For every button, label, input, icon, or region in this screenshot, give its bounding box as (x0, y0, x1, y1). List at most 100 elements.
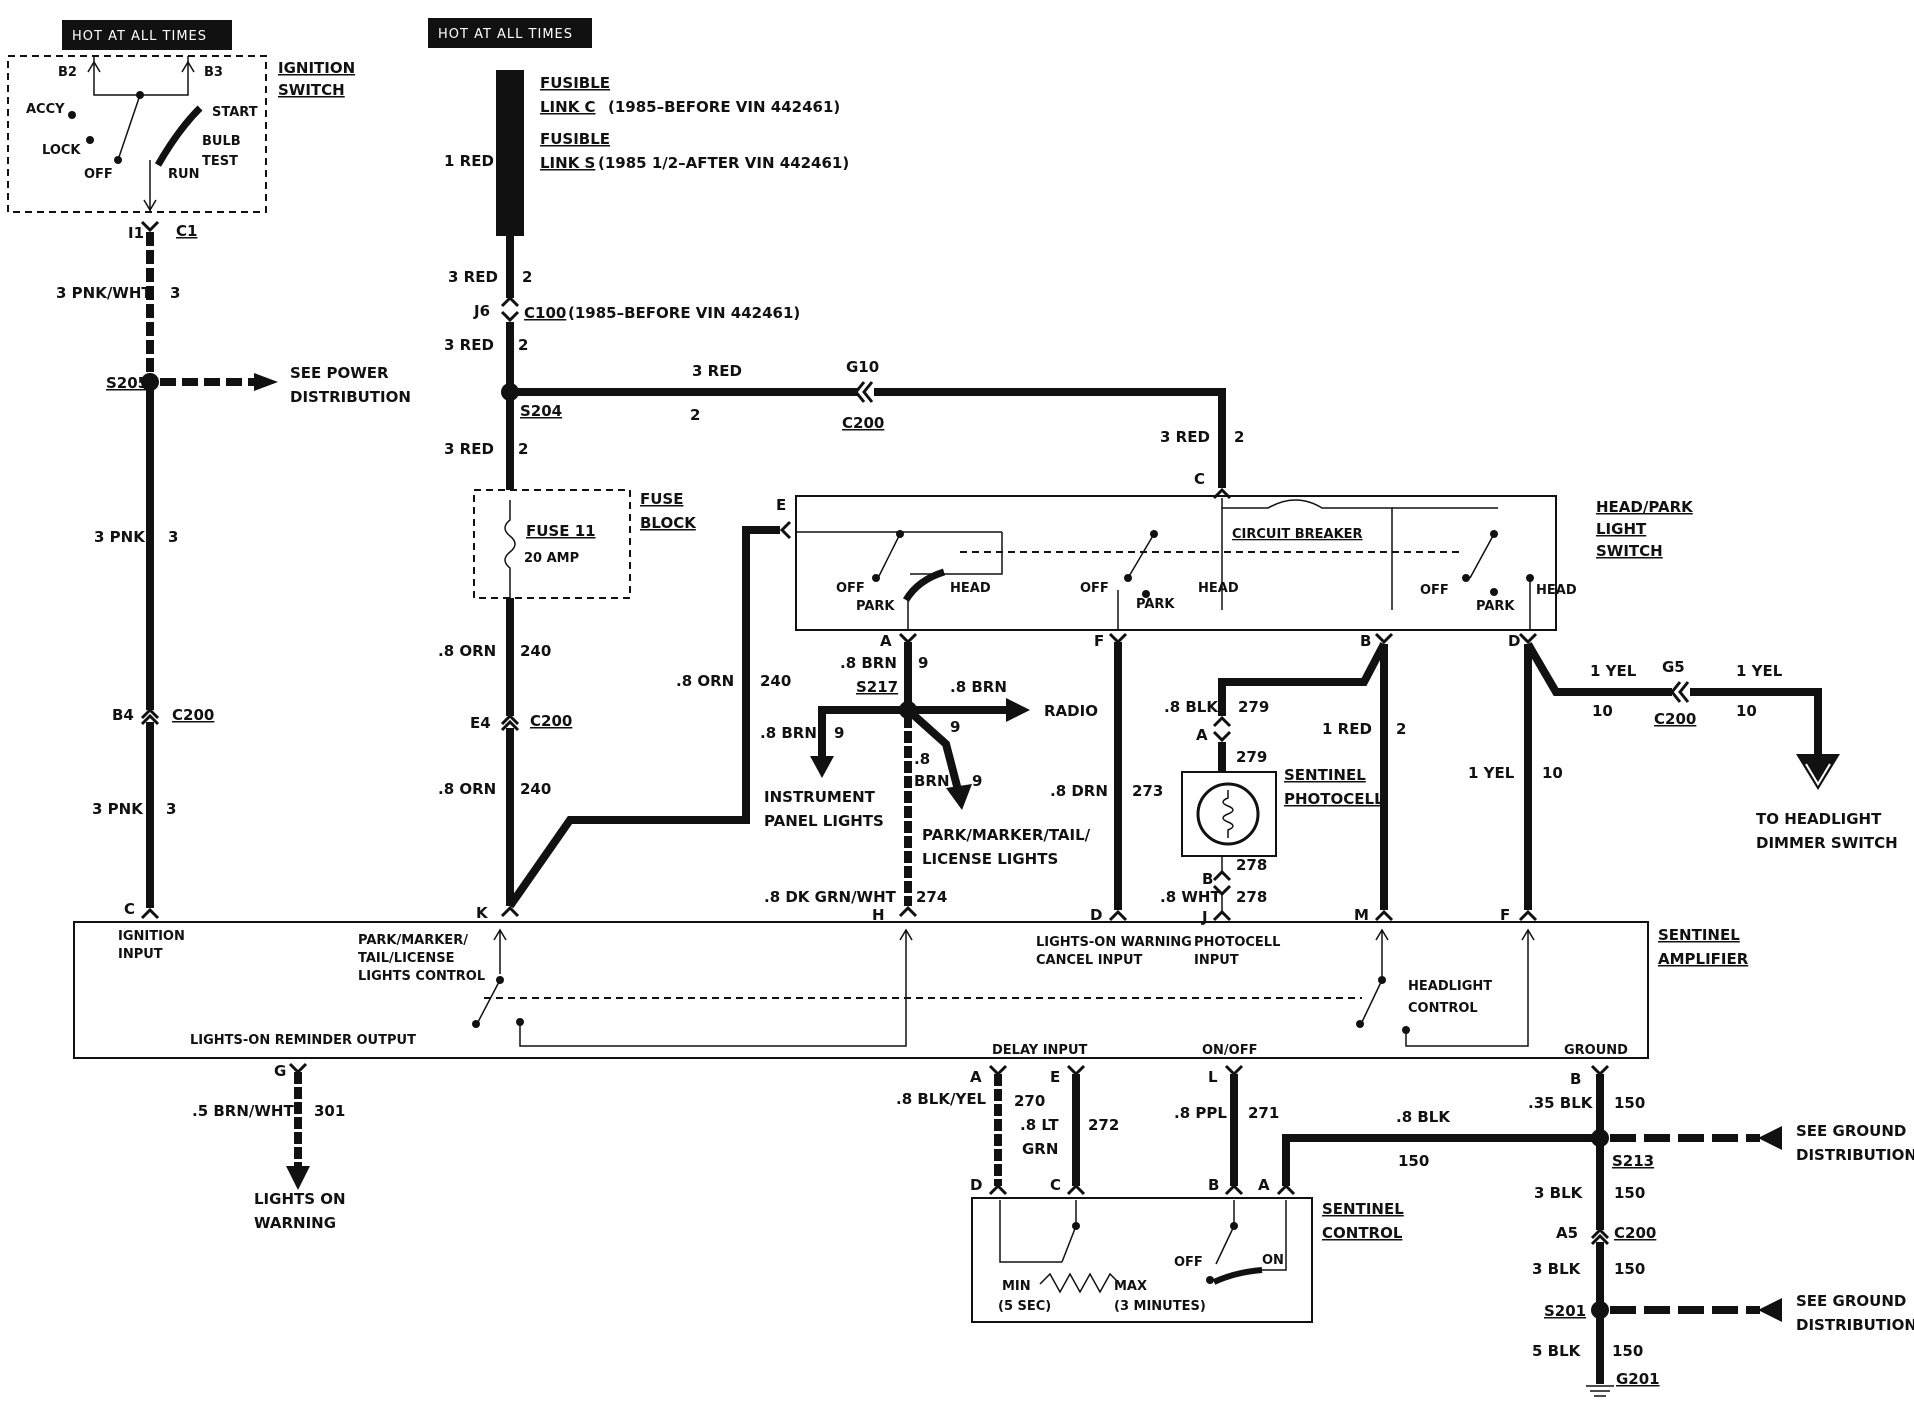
label-orn-1-num: 240 (520, 642, 551, 660)
ignition-accy-contact (68, 111, 76, 119)
switch-3-blade (1469, 533, 1495, 579)
amp-headlight-contact (1356, 1020, 1364, 1028)
label-blk-1-num: 279 (1238, 698, 1269, 716)
label-pnk-1-num: 3 (168, 528, 178, 546)
label-fusible-c-title: FUSIBLE (540, 74, 610, 92)
arrow-radio (1006, 698, 1030, 722)
amp-ground: GROUND (1564, 1043, 1628, 1058)
arrow-ground-distribution-1 (1758, 1126, 1782, 1150)
label-lights-on-2: WARNING (254, 1214, 336, 1232)
label-yel-2: 1 YEL (1736, 662, 1783, 680)
conn-c200-a5-bottom (1590, 1233, 1610, 1246)
wire-brn-instrument (818, 706, 908, 760)
switch-2-off: OFF (1080, 581, 1109, 596)
label-red-b: 3 RED (444, 336, 494, 354)
label-fusible-s-note: (1985 1/2–AFTER VIN 442461) (598, 154, 849, 172)
conn-photocell-a-top (1212, 715, 1232, 728)
conn-amp-g (288, 1062, 308, 1075)
control-pin-a: A (1258, 1176, 1270, 1194)
sentinel-amplifier-box (73, 921, 1649, 1059)
label-pnk-1: 3 PNK (94, 528, 146, 546)
label-yel-1-num: 10 (1592, 702, 1613, 720)
photocell-title-1: SENTINEL (1284, 766, 1366, 784)
label-dkgrn-num: 274 (916, 888, 947, 906)
label-e4: E4 (470, 714, 491, 732)
label-ground2-2: DISTRIBUTION (1796, 1316, 1914, 1334)
label-wht-num-2: 278 (1236, 888, 1267, 906)
label-blk-gnd-num: 150 (1398, 1152, 1429, 1170)
photocell-symbol (1196, 782, 1260, 846)
lights-on-warning-circuit: .5 BRN/WHT 301 LIGHTS ON WARNING (192, 1062, 346, 1232)
switch-pin-a: A (880, 632, 892, 650)
label-j6: J6 (473, 302, 490, 320)
label-brn-3-num: 9 (834, 724, 844, 742)
label-red-b2: 1 RED (1322, 720, 1372, 738)
amp-pin-b: B (1570, 1070, 1581, 1088)
label-brn-1: .8 BRN (840, 654, 897, 672)
label-c200-e4: C200 (530, 712, 572, 730)
conn-control-c (1066, 1183, 1086, 1196)
arrow-power-distribution (254, 373, 278, 391)
conn-amp-m (1374, 909, 1394, 922)
label-c200-g5: C200 (1654, 710, 1696, 728)
conn-switch-d (1518, 632, 1538, 645)
control-max-1: MAX (1114, 1279, 1147, 1294)
label-pnk-2-num: 3 (166, 800, 176, 818)
ignition-rotor-pivot (136, 91, 144, 99)
label-blk-5: 5 BLK (1532, 1342, 1582, 1360)
amp-headlight-control-2: CONTROL (1408, 1001, 1478, 1016)
label-c100: C100 (524, 304, 566, 322)
yel-circuit: 1 YEL 10 G5 C200 1 YEL 10 1 YEL 10 TO HE… (1468, 632, 1898, 922)
amp-pmtl-blade (477, 979, 501, 1023)
wire-orn-to-switch-e (506, 526, 780, 909)
label-lights-on-1: LIGHTS ON (254, 1190, 346, 1208)
switch-2-head: HEAD (1198, 581, 1239, 596)
switch-3-park: PARK (1476, 599, 1515, 614)
ignition-b3: B3 (204, 65, 223, 80)
label-red-d-num: 2 (1234, 428, 1244, 446)
ignition-lock-contact (86, 136, 94, 144)
amp-pin-d: D (1090, 906, 1102, 924)
label-s217: S217 (856, 678, 898, 696)
conn-c100-top (500, 295, 520, 308)
label-yel-3: 1 YEL (1468, 764, 1515, 782)
switch-3-park-contact (1490, 588, 1498, 596)
switch-1-head: HEAD (950, 581, 991, 596)
fuse-block-title-1: FUSE (640, 490, 683, 508)
label-red-b-num: 2 (518, 336, 528, 354)
label-brn-3: .8 BRN (760, 724, 817, 742)
fuse-block: FUSE 11 20 AMP FUSE BLOCK (473, 489, 697, 599)
label-s201: S201 (1544, 1302, 1586, 1320)
brn-circuit: .8 BRN 9 S217 .8 BRN RADIO .8 BRN 9 9 .8… (760, 632, 1098, 918)
ignition-conn-c1: C1 (176, 222, 197, 240)
arrow-dimmer-inner (1805, 763, 1831, 786)
control-d-internal (999, 1200, 1062, 1263)
conn-amp-j (1212, 909, 1232, 922)
label-red-a-num: 2 (522, 268, 532, 286)
label-fusible-s-name: LINK S (540, 154, 595, 172)
label-brn-1-num: 9 (918, 654, 928, 672)
drn-circuit: .8 DRN 273 (1050, 632, 1163, 922)
label-ppl-num: 271 (1248, 1104, 1279, 1122)
control-pin-d: D (970, 1176, 982, 1194)
switch-pin-f: F (1094, 632, 1104, 650)
ignition-b2: B2 (58, 65, 77, 80)
label-g5: G5 (1662, 658, 1685, 676)
control-min-2: (5 SEC) (998, 1299, 1051, 1314)
label-blk-35-num: 150 (1614, 1094, 1645, 1112)
amp-pin-j: J (1201, 908, 1208, 926)
ignition-run: RUN (168, 167, 199, 182)
conn-amp-e (1066, 1064, 1086, 1077)
label-g201: G201 (1616, 1370, 1660, 1388)
label-g10: G10 (846, 358, 879, 376)
arrow-dimmer-switch (1796, 754, 1840, 790)
ignition-pin-i1: I1 (128, 224, 144, 242)
amp-pin-a: A (970, 1068, 982, 1086)
conn-amp-l (1224, 1064, 1244, 1077)
circuit-breaker-label: CIRCUIT BREAKER (1232, 527, 1363, 542)
label-brn-2: .8 BRN (950, 678, 1007, 696)
amp-pmtl-2: TAIL/LICENSE (358, 951, 454, 966)
wire-blk-to-control-a (1282, 1134, 1600, 1186)
fuse-block-title-2: BLOCK (640, 514, 697, 532)
amp-reminder-output: LIGHTS-ON REMINDER OUTPUT (190, 1033, 416, 1048)
